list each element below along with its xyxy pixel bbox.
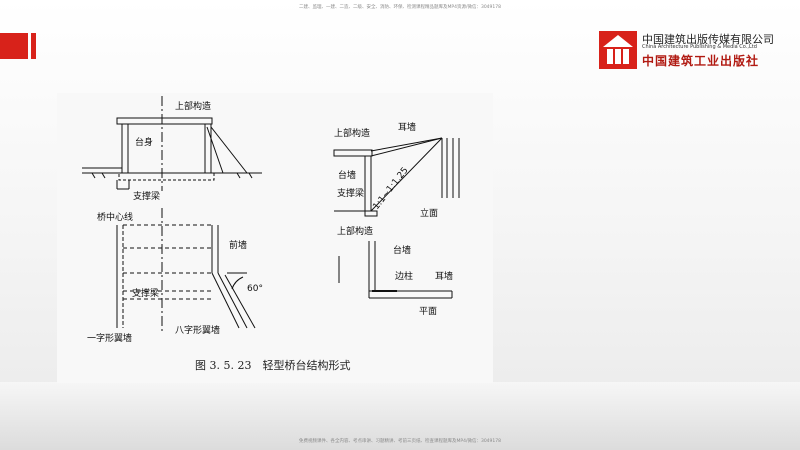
label-elevation: 立面 [420, 207, 438, 219]
label-plan: 平面 [419, 306, 437, 317]
label-ear-wall-plan: 耳墙 [435, 270, 453, 282]
brand-name-en: China Architecture Publishing & Media Co… [642, 44, 757, 50]
label-superstructure-left: 上部构造 [175, 100, 211, 112]
label-ear-wall: 耳墙 [398, 121, 416, 133]
label-abutment-body: 台身 [135, 136, 153, 148]
label-side-column: 边柱 [395, 270, 413, 282]
label-superstructure-right: 上部构造 [334, 127, 370, 139]
label-front-wall: 前墙 [229, 239, 247, 251]
red-accent-stripe [31, 33, 36, 59]
red-accent-bar [0, 33, 28, 59]
angle-arc [231, 276, 244, 290]
label-angle: 60° [247, 284, 263, 294]
label-strut-beam-right: 支撑梁 [337, 187, 364, 199]
figure-panel: 上部构造 台身 支撑梁 桥中心线 前墙 支撑梁 60° 一字形翼墙 八字形翼墙 … [57, 93, 493, 383]
strut-beam-dashed [118, 172, 215, 181]
footer-note: 免费视频课件、各全内容、考点串讲、习题精讲、考前三页纸、检查课程题库及MP4/微… [298, 439, 501, 444]
ear-wall-top [370, 137, 443, 152]
superstructure-beam-left [116, 117, 213, 125]
brand-name-cn-alt: 中国建筑工业出版社 [642, 54, 760, 68]
label-strut-beam-top: 支撑梁 [133, 190, 160, 202]
label-slope: 1:1~1:1.25 [371, 166, 410, 212]
ear-wall-slope [370, 137, 443, 212]
label-straight-wing-wall: 一字形翼墙 [87, 332, 132, 344]
brand-name-cn: 中国建筑出版传媒有限公司 [642, 33, 774, 46]
label-superstructure-plan: 上部构造 [337, 225, 373, 237]
label-bridge-centerline: 桥中心线 [97, 211, 133, 223]
wing-slope-line [210, 126, 248, 174]
splayed-wing-line [211, 272, 240, 329]
publisher-logo-icon [599, 31, 637, 69]
label-abutment-wall-plan: 台墙 [393, 244, 411, 256]
label-strut-beam-plan: 支撑梁 [132, 287, 159, 299]
right-strut-beam [364, 210, 378, 217]
superstructure-beam-right [333, 149, 373, 157]
label-splayed-wing-wall: 八字形翼墙 [175, 324, 220, 336]
floor-gradient [0, 382, 800, 450]
figure-caption: 图 3. 5. 23 轻型桥台结构形式 [195, 358, 350, 372]
abutment-diagram: 上部构造 台身 支撑梁 桥中心线 前墙 支撑梁 60° 一字形翼墙 八字形翼墙 … [82, 96, 460, 372]
label-abutment-wall: 台墙 [338, 169, 356, 181]
header-note: 二建、监理、一建、二造、二级、安全、消防、环保、检测课程精品题库及MP4资源/微… [298, 5, 501, 10]
